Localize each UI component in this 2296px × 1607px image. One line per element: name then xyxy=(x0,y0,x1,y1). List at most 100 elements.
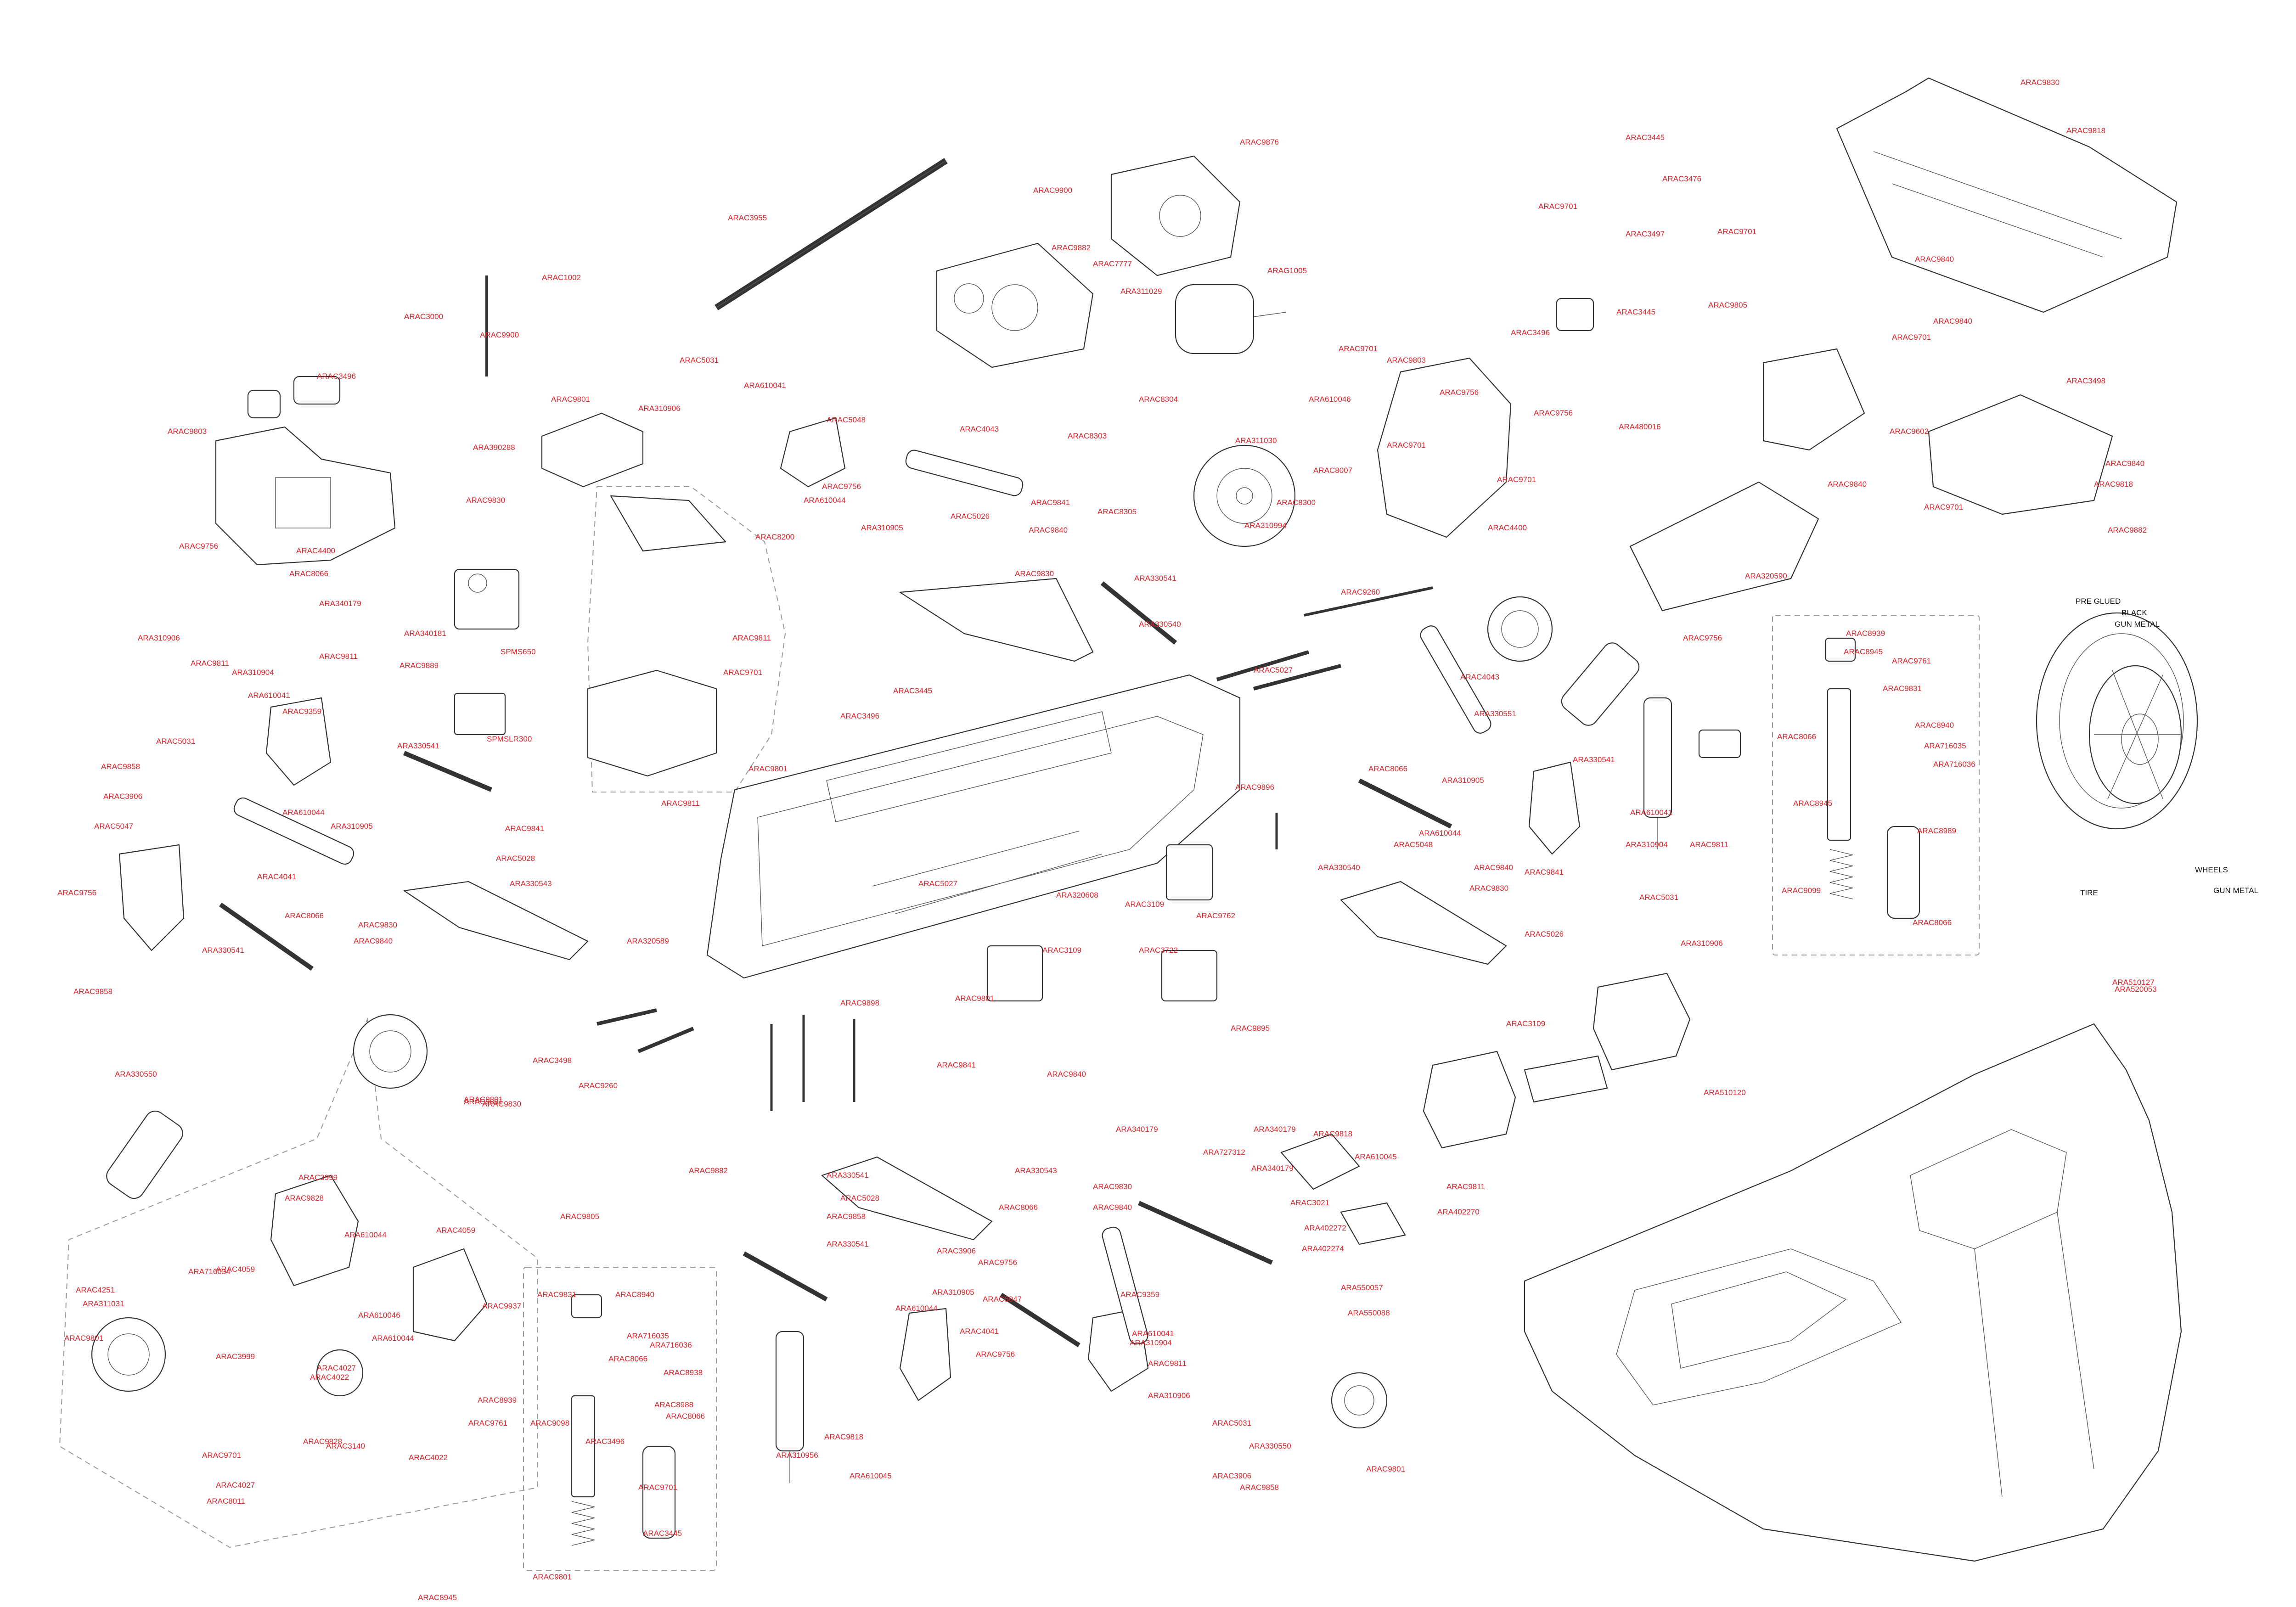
part-label: ARAC9896 xyxy=(1235,783,1275,792)
part-label: ARAC5027 xyxy=(1254,666,1293,674)
part-label: ARAC9762 xyxy=(1196,911,1236,920)
steering xyxy=(1280,1133,1406,1245)
part-label: ARAC9260 xyxy=(579,1081,618,1090)
part-label: ARAC8066 xyxy=(1913,918,1952,927)
part-label: ARAC8300 xyxy=(1277,498,1316,507)
battery-packs xyxy=(1423,972,1691,1149)
part-label: ARA310904 xyxy=(1626,840,1668,849)
part-label: ARA340179 xyxy=(1116,1125,1158,1134)
hardware xyxy=(247,275,1741,1111)
part-label: ARA330551 xyxy=(1474,709,1516,718)
part-label: ARA310956 xyxy=(776,1451,818,1460)
part-label: ARA330540 xyxy=(1139,620,1181,629)
part-label: ARA402270 xyxy=(1437,1208,1480,1216)
front-shock xyxy=(106,1110,805,1483)
part-label: ARA610041 xyxy=(1630,808,1672,817)
part-label: ARAC9828 xyxy=(303,1437,343,1446)
part-label: ARAC9811 xyxy=(732,634,771,642)
part-label: ARAC8938 xyxy=(664,1368,703,1377)
spur-gear xyxy=(1193,444,1296,547)
part-label: ARAC9830 xyxy=(1093,1182,1132,1191)
part-label: ARAC9811 xyxy=(1446,1182,1485,1191)
part-label: ARAC3906 xyxy=(1212,1472,1252,1480)
part-label: ARAC9831 xyxy=(537,1290,577,1299)
part-label: ARAC4251 xyxy=(76,1286,115,1294)
part-label: ARA310906 xyxy=(638,404,681,413)
front-bulkhead xyxy=(215,426,396,566)
part-label: ARA330541 xyxy=(1573,755,1615,764)
part-label: ARAC4043 xyxy=(1460,673,1500,681)
part-label: ARAC9811 xyxy=(1148,1359,1187,1368)
part-label: ARA610046 xyxy=(1309,395,1351,404)
part-label: ARAC9858 xyxy=(101,762,141,771)
part-label: ARA320589 xyxy=(627,937,669,945)
part-label: ARA310905 xyxy=(861,523,903,532)
part-label: ARAC3021 xyxy=(1290,1198,1330,1207)
part-label: ARAC4041 xyxy=(257,872,297,881)
part-label: ARAC9359 xyxy=(1120,1290,1160,1299)
radio-box xyxy=(587,495,726,777)
part-label: ARAC9898 xyxy=(840,999,880,1007)
part-label: ARAC9756 xyxy=(1440,388,1479,397)
part-label: ARA310904 xyxy=(1130,1338,1172,1347)
part-label: ARAC8988 xyxy=(654,1400,694,1409)
part-label: ARAC9895 xyxy=(1231,1024,1270,1033)
part-label: ARA311030 xyxy=(1235,436,1277,445)
center-diff xyxy=(91,1014,488,1397)
part-label: ARA390288 xyxy=(473,443,515,452)
part-label: ARAC3445 xyxy=(893,686,933,695)
part-label: ARA510127 xyxy=(2112,978,2155,987)
part-label: ARAC5048 xyxy=(1394,840,1433,849)
part-label: ARAC9818 xyxy=(824,1433,864,1441)
part-label: ARAC9840 xyxy=(1047,1070,1086,1079)
part-label: ARAC3109 xyxy=(1125,900,1165,909)
part-label: ARA716034 xyxy=(188,1267,231,1276)
gear-cover xyxy=(1110,155,1241,276)
part-label: ARAC3497 xyxy=(1626,230,1665,238)
note-label: BLACK xyxy=(2122,608,2147,617)
part-label: ARA610044 xyxy=(344,1231,387,1239)
part-label: ARAC9882 xyxy=(689,1166,728,1175)
wheel-tire xyxy=(2036,612,2198,830)
part-label: ARAC8303 xyxy=(1068,432,1107,440)
note-label: WHEELS xyxy=(2195,865,2228,874)
part-label: ARAC9756 xyxy=(978,1258,1018,1267)
part-label: ARA716035 xyxy=(1924,742,1966,750)
part-label: ARAC8939 xyxy=(1846,629,1885,638)
part-label: ARAC9818 xyxy=(2066,126,2106,135)
part-label: ARAC9900 xyxy=(480,331,519,339)
rear-skid xyxy=(1629,348,1865,612)
motor xyxy=(1175,284,1286,354)
part-label: ARA340179 xyxy=(1254,1125,1296,1134)
part-label: ARAC8007 xyxy=(1313,466,1353,475)
suspension-arms xyxy=(219,578,1507,1348)
part-label: ARAC9756 xyxy=(976,1350,1015,1359)
part-label: ARAC5026 xyxy=(1525,930,1564,938)
part-label: ARA310994 xyxy=(1244,521,1287,530)
part-label: ARAC9840 xyxy=(354,937,393,945)
part-label: ARAC9756 xyxy=(822,482,861,491)
part-label: ARAC9811 xyxy=(191,659,229,668)
part-label: ARAC8945 xyxy=(418,1593,457,1602)
part-label: ARAC9858 xyxy=(73,987,113,996)
part-label: ARAC8200 xyxy=(755,533,795,541)
part-label: ARA311029 xyxy=(1120,287,1162,296)
part-label: ARAC9801 xyxy=(464,1097,503,1106)
part-label: ARAC9701 xyxy=(1892,333,1931,342)
part-label: ARAC9858 xyxy=(827,1212,866,1221)
part-label: ARA727312 xyxy=(1203,1148,1245,1157)
part-label: ARAG1005 xyxy=(1267,266,1307,275)
part-label: ARAC3999 xyxy=(216,1352,255,1361)
part-label: ARAC3109 xyxy=(1506,1019,1546,1028)
part-label: ARAC3000 xyxy=(404,312,444,321)
part-label: SPMSLR300 xyxy=(487,735,532,743)
part-label: ARAC9841 xyxy=(505,824,545,833)
callout-frame-rear-shock xyxy=(1772,615,1980,955)
part-label: ARAC9099 xyxy=(1782,886,1821,895)
part-label: ARAC9882 xyxy=(1052,243,1091,252)
part-label: ARAC3722 xyxy=(1139,946,1178,955)
part-label: ARAC4027 xyxy=(216,1481,255,1489)
part-label: ARA402274 xyxy=(1302,1244,1344,1253)
part-label: ARAC5047 xyxy=(94,822,134,831)
part-label: ARAC9830 xyxy=(466,496,506,505)
